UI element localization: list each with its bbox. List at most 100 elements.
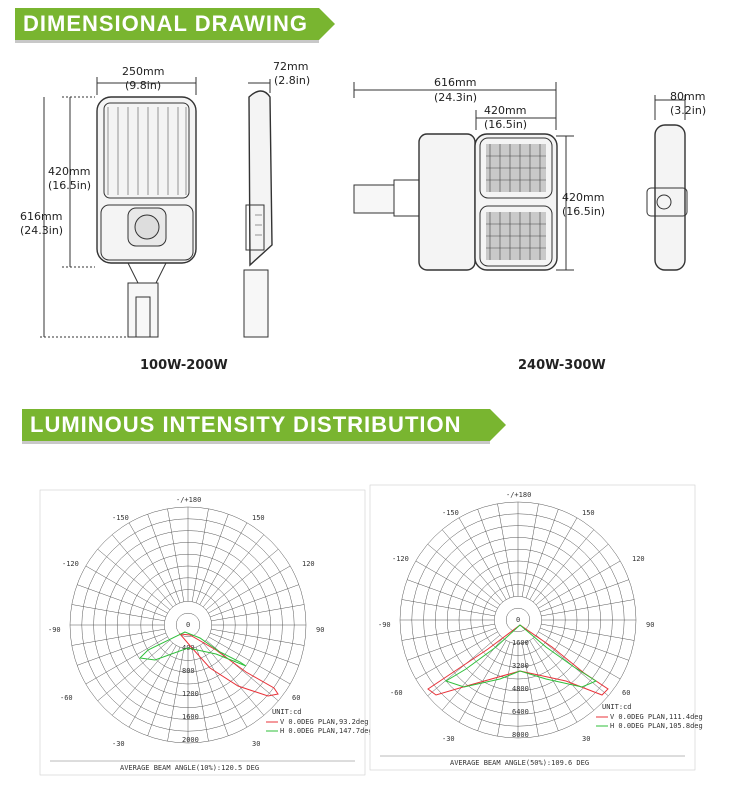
angle-label-l4: -30 [112,740,125,748]
angle-label-r1: 120 [302,560,315,568]
angle-label-ur: 150 [252,514,265,522]
polar-chart-left: -/+180 -150 150 -120 120 -90 90 -60 60 -… [39,489,373,776]
dimensional-drawing-banner: DIMENSIONAL DRAWING [15,8,335,43]
polar-spoke [401,599,495,617]
polar-chart-right: -/+180 -150 150 -120 120 -90 90 -60 60 -… [369,484,703,771]
section-title: DIMENSIONAL DRAWING [15,8,319,40]
polar-spoke [195,647,229,736]
depth-in: (2.8in) [274,74,310,87]
angle-label-c: 0 [186,621,190,629]
banner-shadow [15,40,319,43]
ring-value-label: 2000 [182,736,199,744]
polar-spoke [497,643,515,737]
angle-label-l1: -120 [392,555,409,563]
ring-value-label: 6400 [512,708,529,716]
depth-in: (3.2in) [670,104,706,117]
polar-spoke [199,645,248,728]
ring-value-label: 800 [182,667,195,675]
polar-spoke [147,647,181,736]
polar-spoke [191,648,209,742]
curve-horizontal [444,624,598,688]
polar-spoke [167,508,185,602]
polar-spoke [77,632,166,666]
polar-spoke [532,637,595,711]
polar-spoke [77,584,166,618]
footer-beam-angle: AVERAGE BEAM ANGLE(50%):109.6 DEG [450,759,589,767]
legend-vertical: V 0.0DEG PLAN,93.2deg [280,718,369,726]
caption-240w-300w: 240W-300W [518,358,606,373]
polar-spoke [415,560,498,609]
polar-spoke [85,636,168,685]
polar-spoke [541,599,635,617]
legend-horizontal: H 0.0DEG PLAN,147.7deg [280,727,373,735]
drawing-240w-300w: 616mm (24.3in) 420mm (16.5in) 80mm (3.2i… [353,76,706,271]
total-height-mm: 616mm [20,210,62,223]
polar-spoke [210,584,299,618]
depth-mm: 80mm [670,90,705,103]
polar-spoke [208,565,291,614]
polar-spoke [538,631,621,680]
polar-spoke [71,628,165,646]
polar-spoke [521,643,539,737]
polar-spoke [521,503,539,597]
total-width-in: (24.3in) [434,91,477,104]
polar-spoke [477,642,511,731]
total-height-in: (24.3in) [20,224,63,237]
angle-label-top: -/+180 [506,491,531,499]
ring-value-label: 3200 [512,662,529,670]
angle-label-ul: -150 [112,514,129,522]
unit-label: UNIT:cd [272,708,302,716]
width-in: (9.8in) [125,79,161,92]
polar-spoke [147,514,181,603]
polar-spoke [128,522,177,605]
body-height-in: (16.5in) [48,179,91,192]
polar-spoke [211,628,305,646]
ring-value-label: 1600 [182,713,199,721]
polar-ring [505,607,531,633]
angle-label-l3: -60 [390,689,403,697]
angle-label-top: -/+180 [176,496,201,504]
angle-label-l4: -30 [442,735,455,743]
luminous-intensity-banner: LUMINOUS INTENSITY DISTRIBUTION [22,409,506,444]
polar-spoke [210,632,299,666]
angle-label-l3: -60 [60,694,73,702]
legend-horizontal: H 0.0DEG PLAN,105.8deg [610,722,703,730]
angle-label-l1: -120 [62,560,79,568]
total-width-mm: 616mm [434,76,476,89]
ring-value-label: 1200 [182,690,199,698]
polar-spoke [97,639,171,702]
polar-spoke [199,522,248,605]
polar-spoke [525,509,559,598]
polar-spoke [540,627,629,661]
polar-spoke [477,509,511,598]
polar-spoke [541,623,635,641]
polar-spoke [525,642,559,731]
polar-spoke [202,534,265,608]
body-width-mm: 420mm [484,104,526,117]
ring-value-label: 4800 [512,685,529,693]
angle-label-c: 0 [516,616,520,624]
angle-label-r3: 60 [622,689,630,697]
height-mm: 420mm [562,191,604,204]
angle-label-r4: 30 [252,740,260,748]
angle-label-r1: 120 [632,555,645,563]
width-mm: 250mm [122,65,164,78]
polar-spoke [497,503,515,597]
polar-spoke [97,548,171,611]
banner-arrow [319,8,335,40]
polar-spoke [427,543,501,606]
angle-label-l2: -90 [48,626,61,634]
banner-shadow [22,441,490,444]
polar-spoke [401,623,495,641]
curve-horizontal [138,631,247,667]
ring-value-label: 1600 [512,639,529,647]
angle-label-ur: 150 [582,509,595,517]
banner-arrow [490,409,506,441]
depth-mm: 72mm [273,60,308,73]
polar-spoke [71,604,165,622]
polar-spoke [529,517,578,600]
angle-label-r4: 30 [582,735,590,743]
curve-vertical [178,633,279,697]
angle-label-l2: -90 [378,621,391,629]
polar-spoke [111,534,174,608]
